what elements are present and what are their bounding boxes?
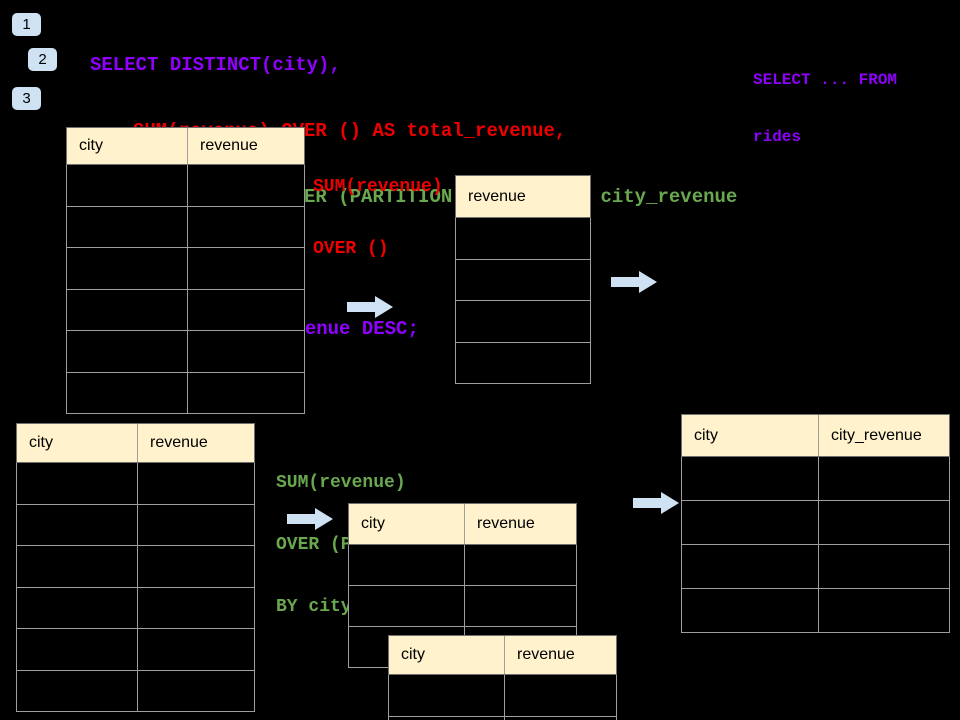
step-badge-2: 2	[28, 48, 57, 71]
table-row	[388, 717, 617, 720]
table-header: city city_revenue	[681, 414, 950, 457]
right-arrow-icon	[287, 508, 333, 530]
table-row	[455, 342, 591, 384]
total-revenue-label-line-1: SUM(revenue)	[313, 177, 443, 197]
table-body	[66, 165, 305, 414]
column-header-city-revenue: city_revenue	[818, 415, 949, 456]
column-header-city: city	[361, 515, 385, 532]
table-row	[66, 165, 305, 207]
sql-line-select: SELECT DISTINCT(city),	[90, 54, 341, 76]
table-row	[681, 457, 950, 501]
table-row	[681, 589, 950, 633]
table-row	[455, 259, 591, 301]
table-row	[388, 675, 617, 717]
table-row	[66, 372, 305, 414]
table-body	[455, 218, 591, 384]
step-badge-3: 3	[12, 87, 41, 110]
step-badge-1: 1	[12, 13, 41, 36]
table-header: city revenue	[348, 503, 577, 545]
table-row	[66, 331, 305, 373]
table-row	[348, 545, 577, 586]
column-header-city: city	[401, 646, 425, 663]
table-row	[16, 670, 255, 712]
source-table-top: city revenue	[66, 127, 305, 414]
column-header-revenue: revenue	[137, 424, 254, 462]
table-row	[455, 218, 591, 260]
table-row	[16, 587, 255, 629]
table-row	[16, 504, 255, 546]
table-header: city revenue	[388, 635, 617, 675]
table-row	[16, 629, 255, 671]
column-header-revenue: revenue	[468, 187, 526, 205]
table-row	[16, 546, 255, 588]
table-row	[16, 463, 255, 505]
city-revenue-result-table: city city_revenue	[681, 414, 950, 633]
table-row	[66, 206, 305, 248]
table-header: city revenue	[66, 127, 305, 165]
partition-table-overlap: city revenue	[388, 635, 617, 720]
sql-side-note: SELECT ... FROM rides	[753, 34, 897, 184]
table-row	[66, 289, 305, 331]
table-row	[681, 501, 950, 545]
table-body	[16, 463, 255, 712]
table-body	[388, 675, 617, 720]
table-row	[348, 586, 577, 627]
column-header-city: city	[29, 434, 53, 451]
sql-side-line-1: SELECT ... FROM	[753, 71, 898, 89]
right-arrow-icon	[347, 296, 393, 318]
table-row	[455, 301, 591, 343]
column-header-revenue: revenue	[464, 504, 576, 544]
table-body	[681, 457, 950, 633]
right-arrow-icon	[633, 492, 679, 514]
source-table-bottom: city revenue	[16, 423, 255, 712]
column-header-revenue: revenue	[187, 128, 304, 164]
table-header: city revenue	[16, 423, 255, 463]
total-revenue-label-line-2: OVER ()	[313, 239, 389, 259]
total-revenue-label: SUM(revenue) OVER ()	[313, 136, 443, 300]
sql-side-line-2: rides	[753, 128, 802, 146]
partition-label-line-1: SUM(revenue)	[276, 473, 406, 493]
total-revenue-table: revenue	[455, 175, 591, 384]
table-row	[66, 248, 305, 290]
column-header-city: city	[694, 426, 718, 444]
right-arrow-icon	[611, 271, 657, 293]
column-header-city: city	[79, 137, 103, 154]
table-header: revenue	[455, 175, 591, 218]
column-header-revenue: revenue	[504, 636, 616, 674]
table-row	[681, 545, 950, 589]
